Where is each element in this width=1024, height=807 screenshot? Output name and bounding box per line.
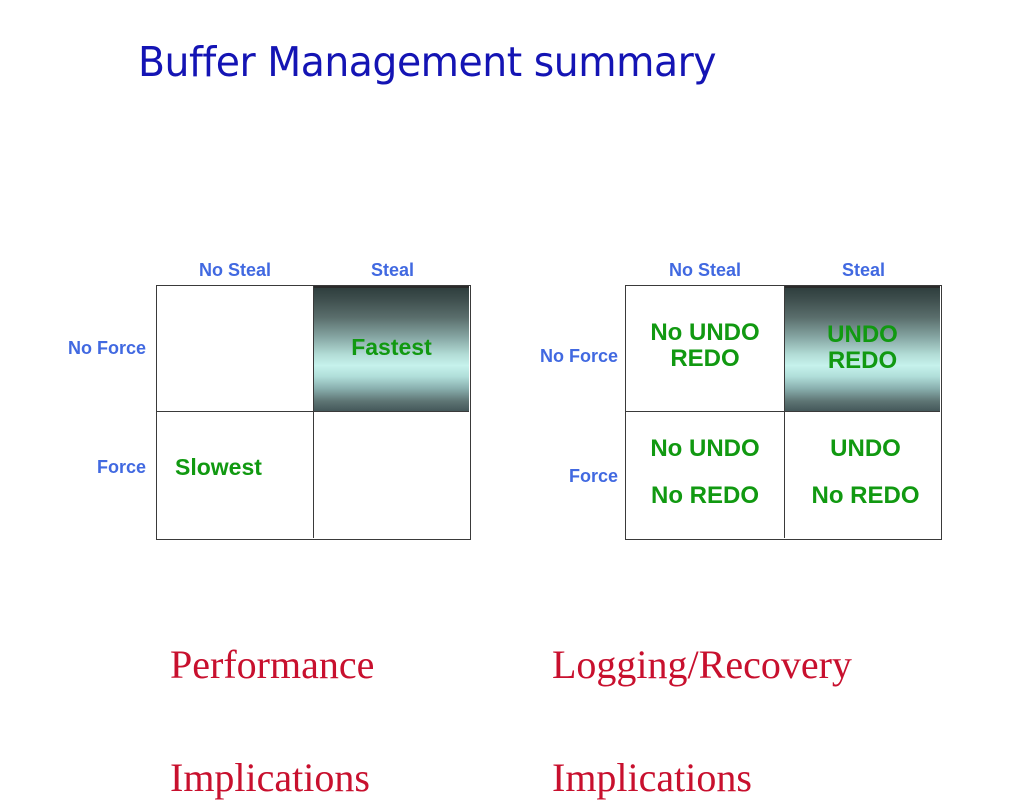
performance-cell-force-nosteal[interactable]: Slowest [157, 412, 314, 538]
performance-column-header-no-steal: No Steal [198, 260, 272, 280]
logging-recovery-column-header-no-steal: No Steal [668, 260, 742, 280]
logging-recovery-cell-noforce-steal[interactable]: UNDO REDO [785, 286, 940, 412]
logging-recovery-caption-line-2: Implications [552, 755, 752, 801]
performance-cell-force-nosteal-label: Slowest [175, 454, 262, 480]
performance-row-header-no-force: No Force [67, 338, 146, 358]
logging-recovery-cell-force-nosteal[interactable]: No UNDO No REDO [626, 412, 785, 538]
logging-recovery-cell-noforce-steal-label: UNDO REDO [785, 322, 940, 374]
logging-recovery-cell-noforce-nosteal[interactable]: No UNDO REDO [626, 286, 785, 412]
cell-line-1: No UNDO [650, 435, 760, 462]
logging-recovery-row-header-force: Force [568, 466, 618, 486]
logging-recovery-grid: No UNDO REDO UNDO REDO No UNDO No REDO U… [625, 285, 942, 540]
cell-line-2: REDO [827, 346, 898, 374]
performance-grid: Fastest Slowest [156, 285, 471, 540]
performance-cell-noforce-steal[interactable]: Fastest [314, 286, 469, 412]
logging-recovery-cell-force-nosteal-label: No UNDO No REDO [626, 426, 784, 520]
performance-row-header-force: Force [96, 457, 146, 477]
cell-line-2: REDO [670, 344, 740, 372]
logging-recovery-matrix: No Steal Steal No Force Force No UNDO RE… [470, 250, 1024, 550]
performance-caption: Performance Implications [170, 580, 374, 807]
cell-line-2: No REDO [651, 481, 759, 509]
performance-cell-noforce-nosteal[interactable] [157, 286, 314, 412]
logging-recovery-cell-noforce-nosteal-label: No UNDO REDO [626, 320, 784, 372]
logging-recovery-cell-force-steal[interactable]: UNDO No REDO [785, 412, 940, 538]
cell-line-2: No REDO [811, 481, 920, 509]
page-title: Buffer Management summary [138, 38, 717, 86]
logging-recovery-cell-force-steal-label: UNDO No REDO [783, 426, 948, 520]
cell-line-1: UNDO [830, 435, 901, 462]
logging-recovery-column-header-steal: Steal [841, 260, 886, 280]
cell-line-1: No UNDO [650, 319, 760, 346]
performance-caption-line-1: Performance [170, 641, 375, 687]
cell-line-1: UNDO [827, 321, 898, 348]
performance-cell-force-steal[interactable] [314, 412, 469, 538]
logging-recovery-caption-line-1: Logging/Recovery [552, 641, 852, 687]
performance-column-header-steal: Steal [370, 260, 415, 280]
performance-cell-noforce-steal-label: Fastest [351, 334, 432, 360]
logging-recovery-caption: Logging/Recovery Implications [552, 580, 852, 807]
performance-caption-line-2: Implications [170, 755, 370, 801]
performance-matrix: No Steal Steal No Force Force Fastest Sl… [0, 250, 500, 550]
logging-recovery-row-header-no-force: No Force [539, 346, 618, 366]
